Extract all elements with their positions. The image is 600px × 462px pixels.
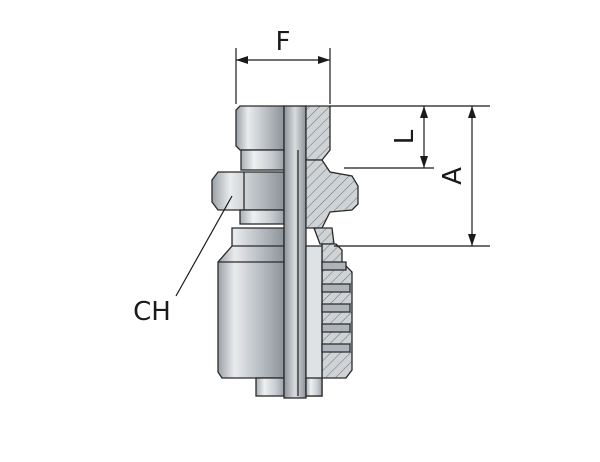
ch-label: CH: [133, 297, 171, 327]
nut-section: [305, 105, 331, 161]
dim-A-label: A: [438, 167, 468, 185]
dimension-F: F: [235, 27, 331, 104]
insert-cone: [313, 227, 335, 245]
dimension-A: A: [334, 105, 490, 247]
callout-CH: CH: [133, 195, 233, 327]
hose-tail: [255, 377, 285, 397]
fitting-section: [283, 105, 359, 399]
hex-section: [305, 159, 359, 229]
nut-collar: [240, 149, 285, 171]
swivel-nut: [235, 105, 285, 151]
ferrule-teeth: [321, 261, 351, 353]
hose-layer: [305, 245, 323, 397]
dim-L-label: L: [390, 129, 420, 144]
dimension-L: L: [330, 105, 434, 169]
stem-bore: [283, 105, 307, 399]
hex-neck: [239, 209, 285, 225]
ferrule-body: [217, 227, 285, 379]
hex-body: [211, 171, 285, 211]
dim-F-label: F: [276, 27, 291, 57]
fitting-exterior: [211, 105, 285, 397]
